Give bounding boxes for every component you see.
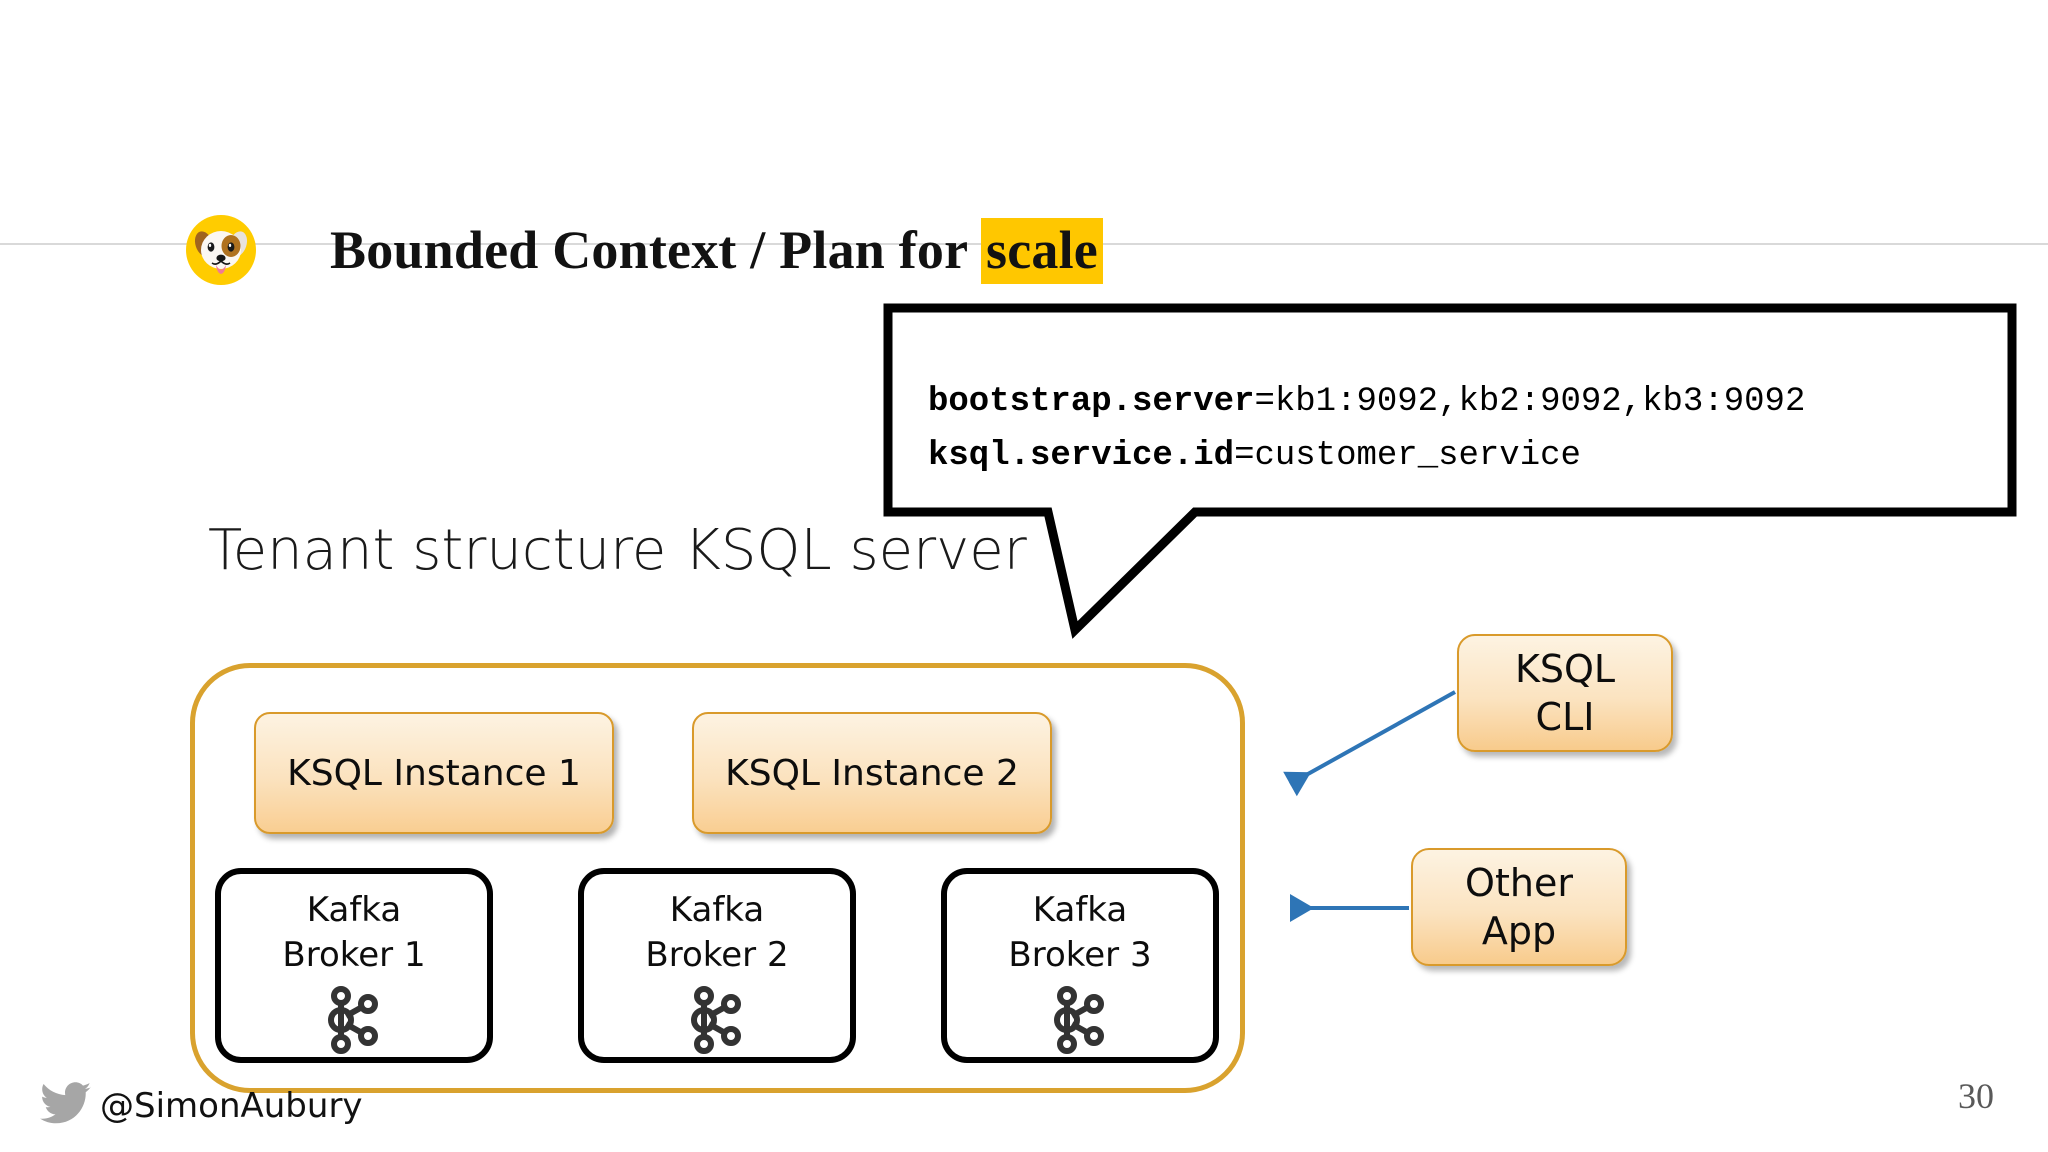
page-title-highlight: scale [980,218,1103,284]
twitter-bird-icon[interactable] [40,1082,92,1126]
page-title: Bounded Context / Plan for scale [330,218,1103,284]
kafka-logo-icon [324,984,384,1056]
callout-shape [883,303,2017,639]
other-app-line1: Other [1465,861,1573,905]
kafka-broker-2-line2: Broker 2 [645,935,789,975]
page-title-text: Bounded Context / Plan for [330,220,981,280]
ksql-cli-line1: KSQL [1514,647,1616,691]
callout-line-1-value: =kb1:9092,kb2:9092,kb3:9092 [1254,383,1806,421]
callout-line-2-value: =customer_service [1234,437,1581,475]
kafka-logo-icon [1050,984,1110,1056]
ksql-instance-2-label: KSQL Instance 2 [725,752,1019,794]
kafka-broker-3-card[interactable]: Kafka Broker 3 [941,868,1219,1063]
page-number: 30 [1958,1076,1994,1116]
callout-text-block: bootstrap.server=kb1:9092,kb2:9092,kb3:9… [928,375,1805,483]
kafka-broker-3-line2: Broker 3 [1008,935,1152,975]
other-app-card[interactable]: Other App [1411,848,1627,966]
ksql-cli-card[interactable]: KSQL CLI [1457,634,1673,752]
ksql-instance-1-card[interactable]: KSQL Instance 1 [254,712,614,834]
footer-twitter-handle: @SimonAubury [100,1086,363,1126]
kafka-broker-1-line1: Kafka [306,890,402,930]
callout-line-2-key: ksql.service.id [928,437,1235,475]
avatar [186,215,256,285]
other-app-line2: App [1481,909,1557,953]
ksql-cli-line2: CLI [1535,695,1595,739]
callout-line-2: ksql.service.id=customer_service [928,429,1805,483]
kafka-logo-icon [687,984,747,1056]
ksql-instance-1-label: KSQL Instance 1 [287,752,581,794]
ksql-instance-2-card[interactable]: KSQL Instance 2 [692,712,1052,834]
kafka-broker-3-line1: Kafka [1032,890,1128,930]
dog-face-emoji-icon [194,231,248,274]
kafka-broker-1-line2: Broker 1 [282,935,426,975]
section-heading: Tenant structure KSQL server [208,518,1027,583]
callout-line-1: bootstrap.server=kb1:9092,kb2:9092,kb3:9… [928,375,1805,429]
kafka-broker-1-card[interactable]: Kafka Broker 1 [215,868,493,1063]
kafka-broker-2-line1: Kafka [669,890,765,930]
arrow-ksql-cli [1283,690,1456,797]
tenant-container [190,663,1245,1093]
kafka-broker-2-card[interactable]: Kafka Broker 2 [578,868,856,1063]
config-callout: bootstrap.server=kb1:9092,kb2:9092,kb3:9… [880,300,2020,650]
callout-line-1-key: bootstrap.server [928,383,1255,421]
